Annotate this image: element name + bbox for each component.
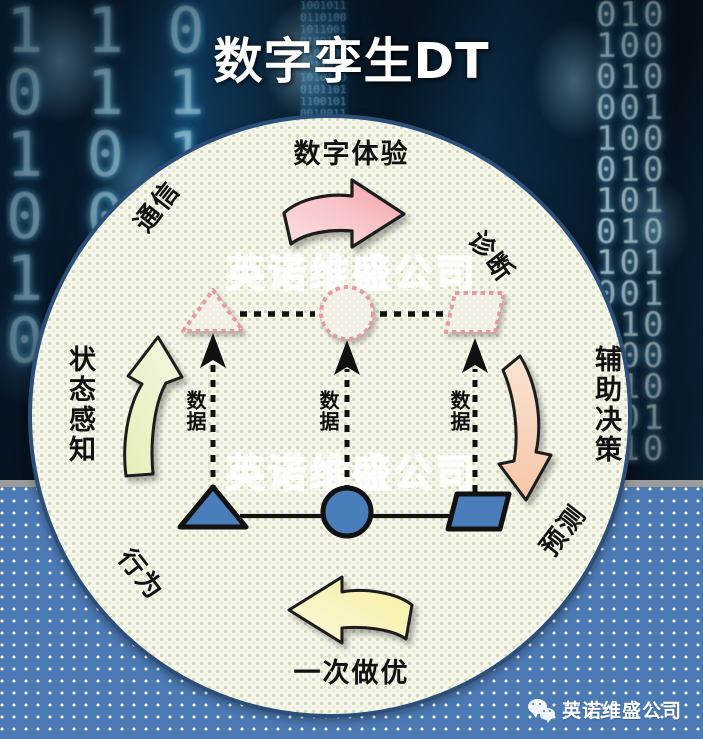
wechat-icon: [528, 698, 555, 723]
label-data-1: 数据: [183, 390, 205, 432]
data-flow-arrow-2: [334, 340, 360, 492]
virtual-shape-parallelogram: [444, 291, 506, 334]
optimize-once-arrow: [287, 575, 414, 645]
data-flow-arrow-3: [462, 338, 488, 492]
label-data-2: 数据: [316, 390, 338, 432]
page-title: 数字孪生DT: [213, 33, 490, 90]
data-flow-arrow-1: [200, 333, 226, 492]
wechat-account-name: 英诺维盛公司: [562, 700, 683, 722]
state-sensing-arrow: [123, 335, 184, 478]
virtual-shape-triangle: [181, 288, 245, 333]
label-state-sensing: 状态感知: [65, 345, 95, 465]
physical-shape-triangle: [177, 484, 249, 530]
label-assisted-decision: 辅助决策: [591, 345, 621, 465]
digital-experience-arrow: [282, 178, 406, 249]
virtual-shape-circle: [319, 285, 375, 341]
label-data-3: 数据: [447, 390, 469, 432]
physical-shape-parallelogram: [445, 491, 512, 532]
label-digital-experience: 数字体验: [293, 139, 410, 169]
label-optimize-once: 一次做优: [293, 658, 410, 688]
wechat-account-badge: 英诺维盛公司: [528, 694, 682, 724]
physical-shape-circle: [320, 485, 374, 539]
assisted-decision-arrow: [497, 354, 553, 502]
